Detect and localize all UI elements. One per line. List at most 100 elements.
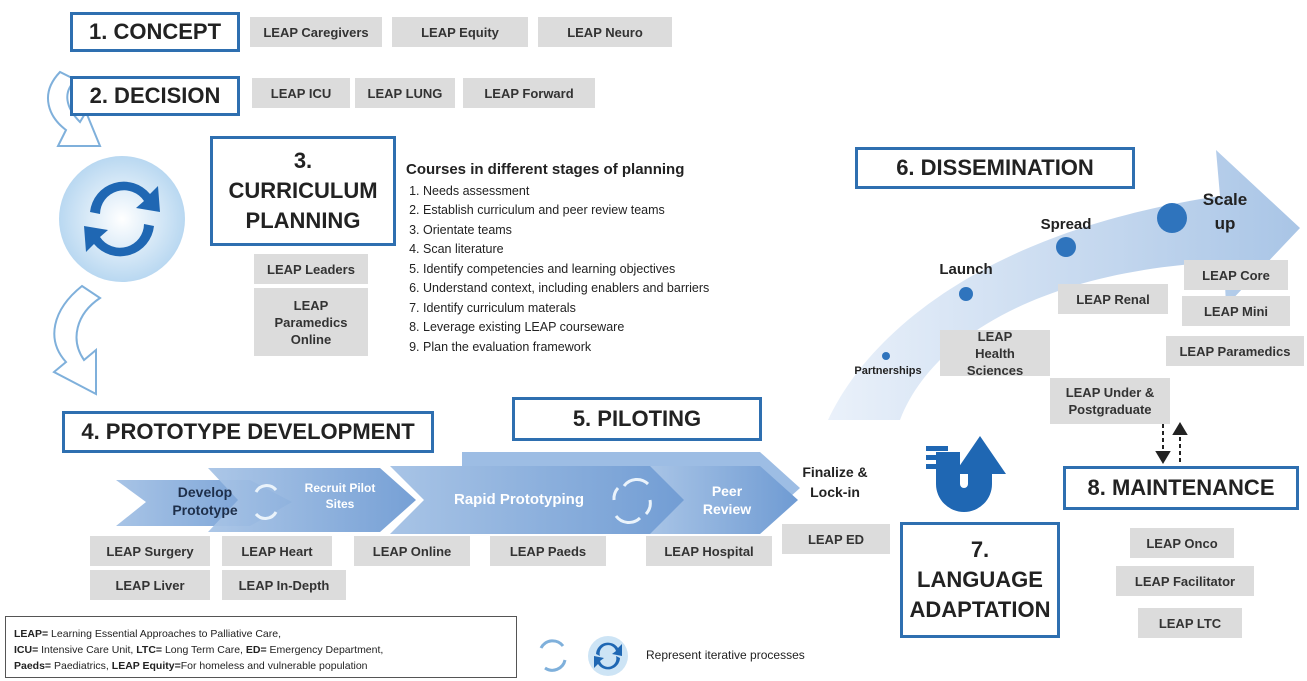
dissemination-spread: Spread bbox=[1040, 216, 1092, 233]
legend-key: LEAP Equity= bbox=[111, 660, 181, 672]
legend-line-1: LEAP= Learning Essential Approaches to P… bbox=[14, 626, 508, 642]
course-tag: LEAP Mini bbox=[1182, 296, 1290, 326]
curved-arrow-lower bbox=[52, 284, 102, 396]
legend-key: Paeds= bbox=[14, 660, 52, 672]
stage-curriculum-planning: 3. CURRICULUM PLANNING bbox=[210, 136, 396, 246]
planning-word: PLANNING bbox=[245, 208, 361, 233]
partnerships-dot bbox=[882, 352, 890, 360]
legend-box: LEAP= Learning Essential Approaches to P… bbox=[5, 616, 517, 678]
course-tag: LEAP Health Sciences bbox=[940, 329, 1050, 378]
maintenance-arrows bbox=[1155, 422, 1188, 464]
curved-arrow-upper bbox=[47, 70, 102, 147]
planning-step: Identify curriculum materals bbox=[423, 299, 806, 319]
course-tag: LEAP ED bbox=[782, 524, 890, 554]
adaptation-word: ADAPTATION bbox=[909, 597, 1051, 622]
legend-line-2: ICU= Intensive Care Unit, LTC= Long Term… bbox=[14, 642, 508, 658]
legend-key: LEAP= bbox=[14, 628, 49, 640]
stage-dissemination-label: 6. DISSEMINATION bbox=[896, 155, 1094, 180]
planning-step: Understand context, including enablers a… bbox=[423, 279, 806, 299]
scale-dot bbox=[1157, 203, 1187, 233]
course-tag: LEAP Under & Postgraduate bbox=[1050, 378, 1170, 424]
stage-prototype-development: 4. PROTOTYPE DEVELOPMENT bbox=[62, 411, 434, 453]
planning-steps-list: Needs assessment Establish curriculum an… bbox=[406, 182, 806, 358]
dissemination-launch: Launch bbox=[939, 261, 993, 278]
launch-dot bbox=[959, 287, 973, 301]
legend-iterative-note: Represent iterative processes bbox=[646, 648, 805, 662]
course-tag: LEAP Caregivers bbox=[250, 17, 382, 47]
course-tag: LEAP Onco bbox=[1130, 528, 1234, 558]
legend-line-3: Paeds= Paediatrics, LEAP Equity=For home… bbox=[14, 658, 508, 674]
legend-text: For homeless and vulnerable population bbox=[180, 660, 368, 672]
planning-step: Identify competencies and learning objec… bbox=[423, 260, 806, 280]
course-tag: LEAP Heart bbox=[222, 536, 332, 566]
course-tag: LEAP LTC bbox=[1138, 608, 1242, 638]
chevron-peer bbox=[650, 466, 798, 534]
cycle-circle bbox=[59, 156, 185, 282]
course-tag: LEAP LUNG bbox=[355, 78, 455, 108]
dissemination-partnerships: Partnerships bbox=[854, 365, 922, 377]
stage-piloting: 5. PILOTING bbox=[512, 397, 762, 441]
planning-step: Plan the evaluation framework bbox=[423, 338, 806, 358]
process-peer-label: Peer Review bbox=[702, 483, 752, 517]
stage-maintenance: 8. MAINTENANCE bbox=[1063, 466, 1299, 510]
u-turn-arrow bbox=[926, 436, 1006, 512]
planning-step: Scan literature bbox=[423, 240, 806, 260]
spread-dot bbox=[1056, 237, 1076, 257]
stage-language-adaptation: 7. LANGUAGE ADAPTATION bbox=[900, 522, 1060, 638]
legend-circle-icon bbox=[588, 636, 628, 676]
planning-step: Orientate teams bbox=[423, 221, 806, 241]
dissemination-scale: Scale up bbox=[1202, 190, 1248, 233]
course-tag: LEAP Forward bbox=[463, 78, 595, 108]
course-tag: LEAP Liver bbox=[90, 570, 210, 600]
legend-text: Paediatrics, bbox=[51, 660, 112, 672]
chevron-rapid bbox=[390, 466, 700, 534]
legend-text: Intensive Care Unit, bbox=[38, 644, 137, 656]
stage-concept-label: 1. CONCEPT bbox=[88, 19, 222, 44]
course-tag: LEAP Online bbox=[354, 536, 470, 566]
stage-piloting-label: 5. PILOTING bbox=[572, 406, 702, 431]
legend-text: Emergency Department, bbox=[266, 644, 384, 656]
course-tag: LEAP ICU bbox=[252, 78, 350, 108]
course-tag: LEAP In-Depth bbox=[222, 570, 346, 600]
iterative-icon-develop bbox=[254, 484, 278, 520]
legend-text: Learning Essential Approaches to Palliat… bbox=[48, 628, 282, 640]
course-tag: LEAP Facilitator bbox=[1116, 566, 1254, 596]
cycle-arrow-top bbox=[90, 181, 160, 214]
curriculum-number: 3. bbox=[293, 148, 313, 173]
course-tag: LEAP Equity bbox=[392, 17, 528, 47]
stage-dissemination: 6. DISSEMINATION bbox=[855, 147, 1135, 189]
process-finalize-label: Finalize & Lock-in bbox=[802, 464, 868, 500]
process-rapid-label: Rapid Prototyping bbox=[454, 491, 584, 508]
legend-key: ICU= bbox=[14, 644, 39, 656]
process-recruit-label: Recruit Pilot Sites bbox=[304, 481, 376, 511]
stage-prototype-label: 4. PROTOTYPE DEVELOPMENT bbox=[81, 419, 415, 444]
planning-steps: Courses in different stages of planning … bbox=[406, 160, 806, 357]
stage-maintenance-label: 8. MAINTENANCE bbox=[1087, 475, 1275, 500]
legend-key: LTC= bbox=[136, 644, 163, 656]
planning-step: Leverage existing LEAP courseware bbox=[423, 318, 806, 338]
process-develop-label: Develop Prototype bbox=[172, 484, 238, 518]
stage-decision: 2. DECISION bbox=[70, 76, 240, 116]
course-tag: LEAP Leaders bbox=[254, 254, 368, 284]
language-word: LANGUAGE bbox=[917, 567, 1043, 592]
legend-key: ED= bbox=[245, 644, 267, 656]
planning-step: Establish curriculum and peer review tea… bbox=[423, 201, 806, 221]
course-tag: LEAP Paeds bbox=[490, 536, 606, 566]
course-tag: LEAP Paramedics bbox=[1166, 336, 1304, 366]
stage-concept: 1. CONCEPT bbox=[70, 12, 240, 52]
iterative-icon-rapid bbox=[612, 478, 652, 524]
course-tag: LEAP Core bbox=[1184, 260, 1288, 290]
planning-step: Needs assessment bbox=[423, 182, 806, 202]
legend-text: Long Term Care, bbox=[162, 644, 246, 656]
course-tag: LEAP Surgery bbox=[90, 536, 210, 566]
cycle-arrow-bottom bbox=[84, 224, 154, 257]
stage-decision-label: 2. DECISION bbox=[89, 83, 221, 108]
course-tag: LEAP Renal bbox=[1058, 284, 1168, 314]
course-tag: LEAP Hospital bbox=[646, 536, 772, 566]
legend-small-cycle-icon bbox=[539, 639, 567, 672]
language-number: 7. bbox=[970, 537, 990, 562]
planning-steps-heading: Courses in different stages of planning bbox=[406, 161, 685, 178]
course-tag: LEAP Neuro bbox=[538, 17, 672, 47]
curriculum-word: CURRICULUM bbox=[228, 178, 378, 203]
